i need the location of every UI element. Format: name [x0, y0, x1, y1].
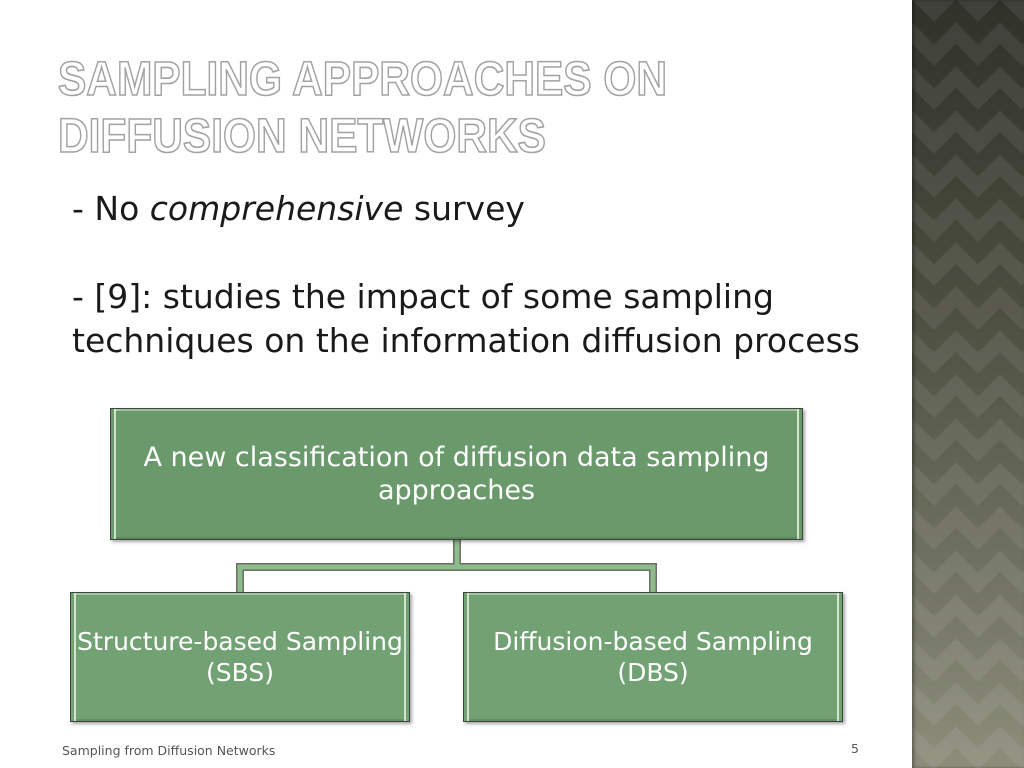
diagram-root-node: A new classification of diffusion data s… [110, 408, 803, 540]
diagram-child-label: Diffusion-based Sampling [493, 627, 813, 656]
slide-title: SAMPLING APPROACHES ON DIFFUSION NETWORK… [57, 51, 668, 165]
bullet-suffix: survey [403, 189, 525, 228]
bullet-prefix: - No [72, 189, 150, 228]
diagram-child-label: Structure-based Sampling [77, 627, 403, 656]
slide-title-line-2: DIFFUSION NETWORKS [57, 109, 546, 164]
page-number: 5 [851, 741, 859, 756]
bullet-emphasis: comprehensive [149, 189, 404, 228]
decorative-side-panel [912, 0, 1024, 768]
bullet-item-reference-9: - [9]: studies the impact of some sampli… [72, 277, 860, 360]
diagram-child-node-sbs: Structure-based Sampling (SBS) [70, 592, 410, 722]
diagram-child-abbr: (SBS) [206, 658, 274, 687]
bullet-item-no-survey: - No comprehensive survey [72, 187, 882, 231]
diagram-connectors [236, 540, 657, 592]
bullet-list: - No comprehensive survey - [9]: studies… [72, 187, 882, 363]
diagram-root-label: A new classification of diffusion data s… [143, 442, 770, 506]
diagram-child-abbr: (DBS) [617, 658, 689, 687]
footer-text: Sampling from Diffusion Networks [62, 743, 276, 758]
connector-line [237, 540, 656, 592]
diagram-child-node-dbs: Diffusion-based Sampling (DBS) [463, 592, 843, 722]
slide-title-line-1: SAMPLING APPROACHES ON [57, 52, 668, 107]
